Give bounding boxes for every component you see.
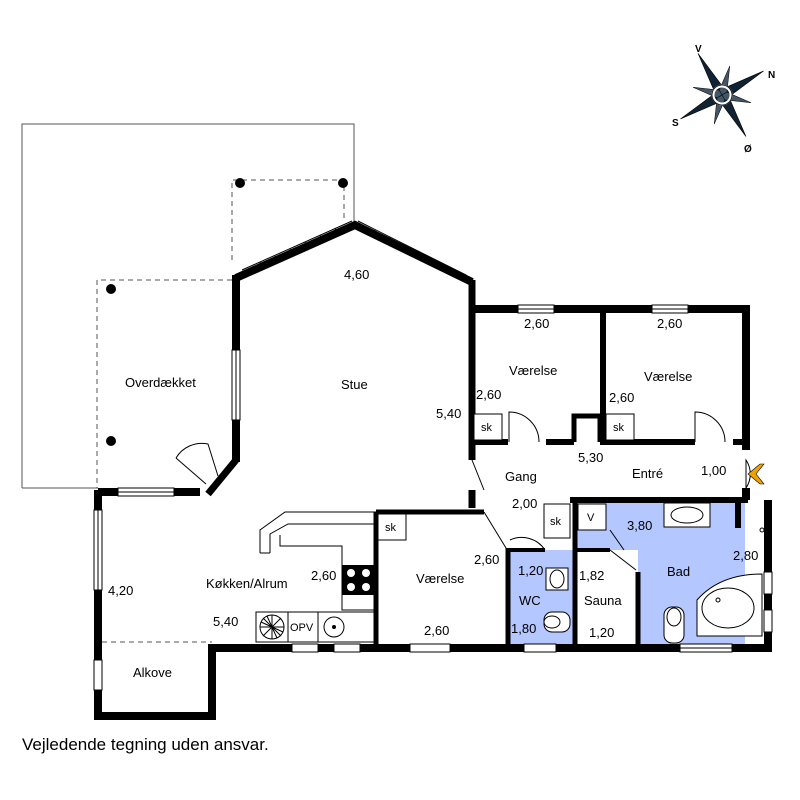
- room-entre: Entré: [632, 466, 663, 481]
- closets: [377, 413, 635, 541]
- window-ticks: [259, 227, 451, 274]
- fan-icon: [259, 614, 285, 640]
- dim-koekken-depth: 4,20: [108, 583, 133, 598]
- bath-fixtures: [543, 502, 765, 644]
- dim-gang-length: 5,30: [578, 450, 603, 465]
- entrance-arrow: [745, 458, 765, 490]
- sink-icon: [323, 616, 345, 638]
- room-bad: Bad: [667, 564, 690, 579]
- room-stue: Stue: [341, 377, 368, 392]
- room-vaerelse-2: Værelse: [644, 369, 692, 384]
- dim-vaerelse1-width: 2,60: [524, 316, 549, 331]
- stove: [342, 565, 376, 595]
- dim-wc-depth: 1,80: [511, 621, 536, 636]
- kitchen-counter: [255, 511, 377, 643]
- dim-gang-width: 2,00: [512, 496, 537, 511]
- dim-vaerelse3-width: 2,60: [424, 623, 449, 638]
- posts: [106, 178, 348, 446]
- sauna-floor: [575, 550, 638, 648]
- dim-sauna-width: 1,20: [589, 625, 614, 640]
- dim-sauna-depth: 1,82: [579, 568, 604, 583]
- overdaekket-outline: [21, 123, 355, 489]
- windows: [93, 304, 773, 691]
- dim-koekken-width: 5,40: [213, 614, 238, 629]
- closet-label-3: sk: [385, 522, 397, 534]
- dim-vaerelse1-depth: 2,60: [476, 387, 501, 402]
- closet-label-4: sk: [550, 516, 562, 528]
- room-gang: Gang: [505, 469, 537, 484]
- compass-north-label: N: [768, 70, 775, 81]
- compass-east-label: Ø: [744, 144, 752, 155]
- closet-label-2: sk: [613, 422, 625, 434]
- dim-bad-width: 3,80: [627, 518, 652, 533]
- dim-vaerelse2-depth: 2,60: [609, 390, 634, 405]
- washer-label: V: [587, 512, 595, 524]
- dim-koekken-inner: 2,60: [311, 568, 336, 583]
- dim-vaerelse3-depth: 2,60: [474, 552, 499, 567]
- room-overdaekket: Overdækket: [125, 375, 196, 390]
- room-wc: WC: [519, 593, 541, 608]
- room-vaerelse-3: Værelse: [416, 571, 464, 586]
- dim-stue-top: 4,60: [344, 267, 369, 282]
- room-alkove: Alkove: [133, 665, 172, 680]
- room-koekken: Køkken/Alrum: [206, 576, 288, 591]
- dashed-lines: [96, 179, 345, 643]
- compass-south-label: S: [672, 118, 679, 129]
- dim-entre-width: 1,00: [701, 463, 726, 478]
- closet-label-1: sk: [481, 422, 493, 434]
- doors: [175, 411, 726, 571]
- room-sauna: Sauna: [584, 593, 622, 608]
- dim-bad-depth: 2,80: [733, 548, 758, 563]
- dim-vaerelse2-width: 2,60: [657, 316, 682, 331]
- disclaimer-text: Vejledende tegning uden ansvar.: [22, 735, 269, 754]
- dim-stue-side: 5,40: [436, 406, 461, 421]
- compass-west-label: V: [695, 44, 702, 55]
- dim-wc-width: 1,20: [518, 563, 543, 578]
- opv-label: OPV: [290, 622, 314, 634]
- room-vaerelse-1: Værelse: [509, 363, 557, 378]
- compass-rose-icon: [680, 53, 764, 137]
